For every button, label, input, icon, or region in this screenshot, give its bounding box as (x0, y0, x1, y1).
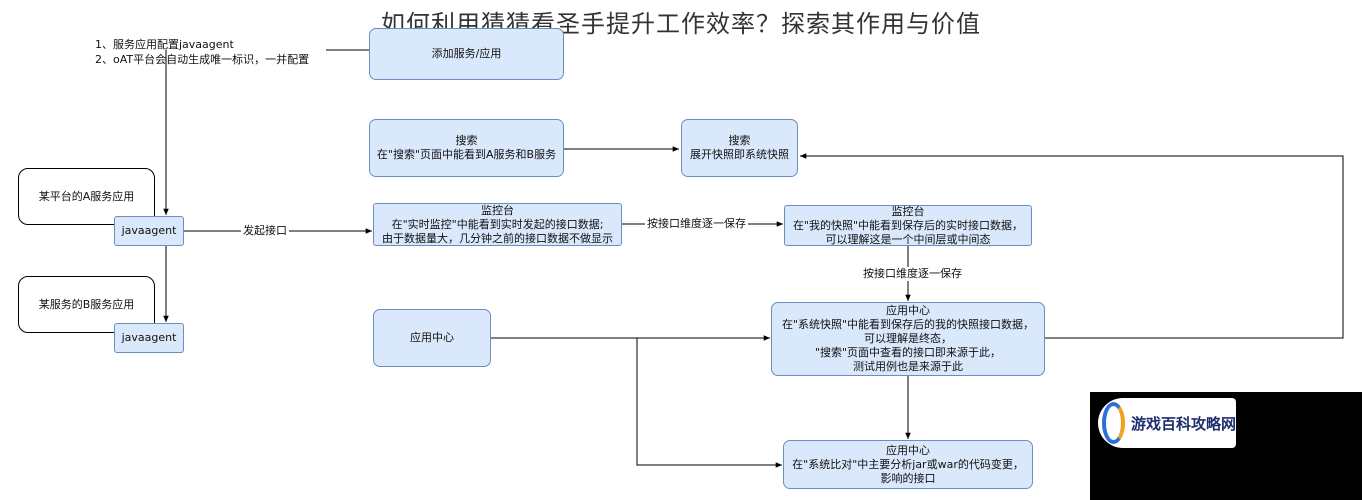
config-note-line: 2、oAT平台会自动生成唯一标识，一并配置 (95, 53, 310, 66)
node-monitor-right: 监控台 在"我的快照"中能看到保存后的实时接口数据， 可以理解这是一个中间层或中… (784, 205, 1032, 246)
node-app-center-bottom: 应用中心 在"系统比对"中主要分析jar或war的代码变更， 影响的接口 (783, 440, 1033, 489)
edge-label-save-by-api: 按接口维度逐一保存 (861, 267, 964, 281)
watermark: 游戏百科攻略网 (1090, 392, 1362, 500)
node-line: 应用中心 (886, 443, 930, 457)
node-line: javaagent (121, 224, 177, 237)
node-line: 应用中心 (886, 304, 930, 317)
node-line: 测试用例也是来源于此 (853, 360, 963, 373)
watermark-text: 游戏百科攻略网 (1130, 414, 1236, 433)
node-line: 在"系统比对"中主要分析jar或war的代码变更， (792, 457, 1024, 471)
node-line: 监控台 (891, 204, 925, 218)
watermark-badge: 游戏百科攻略网 (1098, 398, 1236, 448)
node-line: 可以理解是终态， (864, 332, 952, 345)
node-javaagent-b: javaagent (114, 323, 184, 353)
edge-label-save-by-api: 按接口维度逐一保存 (645, 217, 748, 231)
node-line: 在"实时监控"中能看到实时发起的接口数据; (391, 217, 604, 231)
node-line: 搜索 (455, 134, 478, 147)
config-note-line: 1、服务应用配置javaagent (95, 38, 234, 51)
node-line: "搜索"页面中查看的接口即来源于此， (814, 346, 1002, 359)
edge-app-center-left-to-bottom (636, 338, 782, 468)
node-line: 在"系统快照"中能看到保存后的我的快照接口数据， (781, 318, 1035, 331)
watermark-logo-icon (1102, 402, 1125, 444)
edge-label-send-api: 发起接口 (241, 224, 289, 238)
node-search-right: 搜索 展开快照即系统快照 (681, 119, 798, 177)
node-line: 应用中心 (410, 331, 454, 344)
node-platform-a: 某平台的A服务应用 (18, 168, 155, 225)
node-line: 搜索 (728, 134, 751, 147)
node-line: 添加服务/应用 (431, 47, 502, 60)
node-line: 由于数据量大，几分钟之前的接口数据不做显示 (382, 231, 613, 245)
node-search-left: 搜索 在"搜索"页面中能看到A服务和B服务 (369, 119, 564, 177)
node-line: javaagent (121, 331, 177, 344)
edge-app-center-to-search (800, 153, 1344, 339)
node-line: 展开快照即系统快照 (690, 148, 789, 161)
node-line: 在"我的快照"中能看到保存后的实时接口数据， (792, 218, 1024, 232)
node-line: 影响的接口 (880, 471, 936, 485)
node-line: 可以理解这是一个中间层或中间态 (825, 232, 991, 246)
config-note: 1、服务应用配置javaagent 2、oAT平台会自动生成唯一标识，一并配置 (95, 37, 309, 67)
node-line: 在"搜索"页面中能看到A服务和B服务 (376, 148, 557, 161)
node-javaagent-a: javaagent (114, 216, 184, 246)
node-add-service: 添加服务/应用 (369, 28, 564, 80)
node-app-center-mid: 应用中心 在"系统快照"中能看到保存后的我的快照接口数据， 可以理解是终态， "… (771, 302, 1045, 376)
node-app-center-left: 应用中心 (373, 309, 491, 367)
node-monitor-left: 监控台 在"实时监控"中能看到实时发起的接口数据; 由于数据量大，几分钟之前的接… (373, 203, 622, 246)
node-line: 某服务的B服务应用 (38, 297, 135, 311)
node-line: 某平台的A服务应用 (38, 189, 135, 203)
node-line: 监控台 (481, 203, 514, 217)
